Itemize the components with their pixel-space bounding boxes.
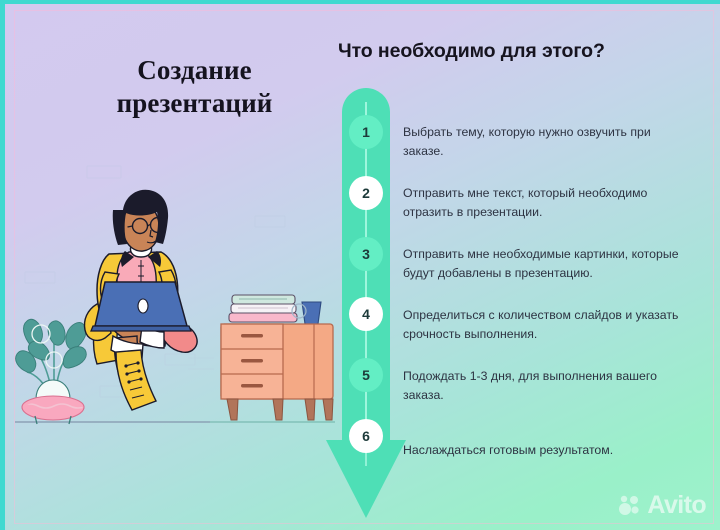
- avito-wordmark: Avito: [647, 491, 706, 519]
- step-number-5: 5: [349, 358, 383, 392]
- step-number-1: 1: [349, 115, 383, 149]
- person-graphic: [83, 189, 198, 411]
- step-text-2: Отправить мне текст, который необходимо …: [403, 186, 648, 219]
- step-number-4: 4: [349, 297, 383, 331]
- page-title-line-1: Создание: [137, 55, 252, 85]
- dresser-graphic: [220, 294, 334, 421]
- step-text-5: Подождать 1-3 дня, для выполнения вашего…: [403, 369, 657, 402]
- step-number-2: 2: [349, 176, 383, 210]
- avito-watermark: Avito: [618, 491, 707, 519]
- woman-with-laptop-illustration: [5, 154, 335, 444]
- step-text-1: Выбрать тему, которую нужно озвучить при…: [403, 125, 651, 158]
- avito-dots-icon: [619, 495, 640, 515]
- step-text-3: Отправить мне необходимые картинки, кото…: [403, 247, 679, 280]
- step-text-4: Определиться с количеством слайдов и ука…: [403, 308, 679, 341]
- step-number-3: 3: [349, 237, 383, 271]
- page-title-line-2: презентаций: [116, 87, 273, 118]
- plant-graphic: [15, 318, 87, 425]
- step-text-6: Наслаждаться готовым результатом.: [403, 443, 614, 457]
- main-heading: Что необходимо для этого?: [338, 40, 605, 62]
- arrow-head-center-line: [365, 440, 367, 466]
- page-title: Создание презентаций: [67, 54, 322, 120]
- step-number-6: 6: [349, 419, 383, 453]
- steps-timeline-arrow: 1 2 3 4 5 6: [325, 88, 407, 520]
